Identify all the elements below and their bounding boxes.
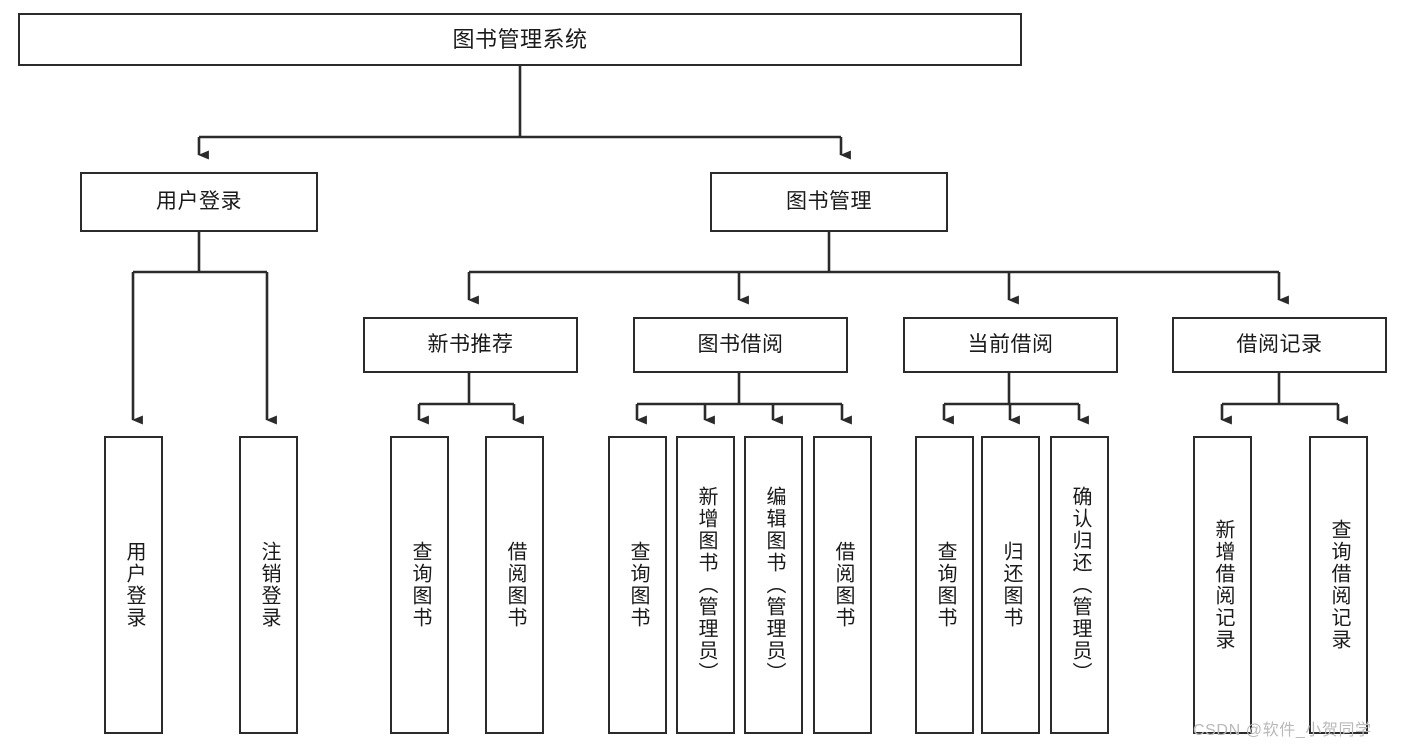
- node-leaf-add-book-label: 新增图书（管理员）: [695, 486, 717, 684]
- node-book-borrow[interactable]: 图书借阅: [633, 317, 848, 373]
- node-book-management[interactable]: 图书管理: [710, 172, 948, 232]
- node-leaf-query-record[interactable]: 查询借阅记录: [1309, 436, 1368, 734]
- node-leaf-confirm-return-label: 确认归还（管理员）: [1069, 486, 1091, 684]
- node-leaf-confirm-return[interactable]: 确认归还（管理员）: [1050, 436, 1109, 734]
- node-leaf-logout-login-label: 注销登录: [258, 541, 280, 629]
- node-leaf-query-book-2-label: 查询图书: [627, 541, 649, 629]
- node-leaf-logout-login[interactable]: 注销登录: [239, 436, 298, 734]
- node-new-book-recommend[interactable]: 新书推荐: [363, 317, 578, 373]
- node-leaf-borrow-book-2-label: 借阅图书: [832, 541, 854, 629]
- node-book-borrow-label: 图书借阅: [697, 332, 784, 356]
- node-leaf-borrow-book-1-label: 借阅图书: [504, 541, 526, 629]
- node-leaf-query-book-3[interactable]: 查询图书: [915, 436, 974, 734]
- node-current-borrow[interactable]: 当前借阅: [903, 317, 1118, 373]
- node-leaf-edit-book[interactable]: 编辑图书（管理员）: [744, 436, 803, 734]
- node-root[interactable]: 图书管理系统: [18, 13, 1022, 66]
- node-new-book-recommend-label: 新书推荐: [427, 332, 514, 356]
- node-leaf-add-record[interactable]: 新增借阅记录: [1193, 436, 1252, 734]
- node-leaf-edit-book-label: 编辑图书（管理员）: [763, 486, 785, 684]
- node-leaf-borrow-book-2[interactable]: 借阅图书: [813, 436, 872, 734]
- node-root-label: 图书管理系统: [452, 26, 588, 52]
- csdn-watermark: CSDN @软件_小贺同学: [1193, 722, 1372, 739]
- node-leaf-return-book[interactable]: 归还图书: [981, 436, 1040, 734]
- node-leaf-query-book-3-label: 查询图书: [934, 541, 956, 629]
- node-leaf-query-book-2[interactable]: 查询图书: [608, 436, 667, 734]
- node-leaf-return-book-label: 归还图书: [1000, 541, 1022, 629]
- node-leaf-query-record-label: 查询借阅记录: [1328, 519, 1350, 651]
- node-user-login[interactable]: 用户登录: [80, 172, 318, 232]
- node-leaf-add-record-label: 新增借阅记录: [1212, 519, 1234, 651]
- node-current-borrow-label: 当前借阅: [967, 332, 1054, 356]
- node-leaf-query-book-1[interactable]: 查询图书: [390, 436, 449, 734]
- node-user-login-label: 用户登录: [156, 189, 242, 213]
- node-borrow-record[interactable]: 借阅记录: [1172, 317, 1387, 373]
- node-borrow-record-label: 借阅记录: [1236, 332, 1323, 356]
- node-leaf-borrow-book-1[interactable]: 借阅图书: [485, 436, 544, 734]
- node-leaf-add-book[interactable]: 新增图书（管理员）: [676, 436, 735, 734]
- node-book-management-label: 图书管理: [786, 189, 872, 213]
- node-leaf-query-book-1-label: 查询图书: [409, 541, 431, 629]
- node-leaf-user-login[interactable]: 用户登录: [104, 436, 163, 734]
- node-leaf-user-login-label: 用户登录: [123, 541, 145, 629]
